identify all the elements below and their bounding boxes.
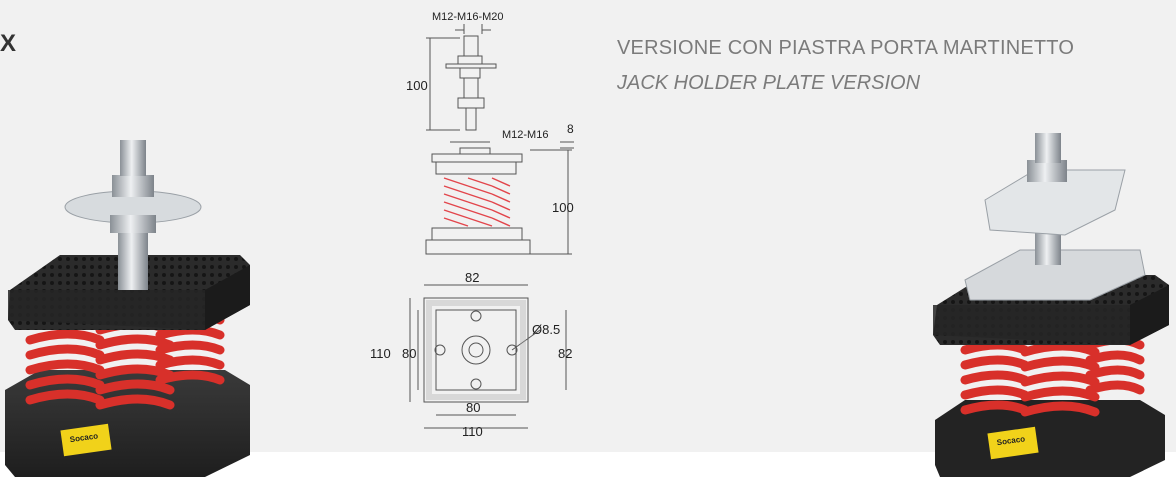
dim-mount-height: 100 (552, 200, 574, 215)
threaded-stud-right (1035, 133, 1061, 163)
bolt-shaft (118, 230, 148, 290)
product-label (60, 423, 112, 457)
dim-plan-inner-width: 82 (465, 270, 479, 285)
version-title: VERSIONE CON PIASTRA PORTA MARTINETTO (617, 37, 1075, 59)
dim-bolt-threads: M12-M16-M20 (432, 11, 504, 23)
dim-plate-thickness: 8 (567, 122, 574, 136)
cut-heading: X (0, 30, 17, 57)
dim-plan-inner-height: 80 (402, 346, 416, 361)
product-photo-right: Socaco (933, 133, 1169, 477)
product-photo-left: Socaco (5, 140, 250, 477)
dim-bolt-height: 100 (406, 78, 428, 93)
product-label-right (987, 426, 1039, 460)
hex-nut-right (1027, 160, 1067, 182)
dim-plan-outer-height: 110 (370, 346, 391, 361)
dim-plan-right-height: 82 (558, 346, 572, 361)
dim-hole-spacing: 80 (466, 400, 480, 415)
jack-holder-plate (964, 249, 1146, 301)
hex-nut (112, 175, 154, 197)
drawing-springs (443, 177, 511, 227)
label-brand-right: Socaco (996, 434, 1026, 447)
dim-hole-diameter: Ø8.5 (532, 322, 560, 337)
version-subtitle: JACK HOLDER PLATE VERSION (617, 72, 921, 94)
technical-drawing: M12-M16-M20 100 M12-M16 8 100 82 110 80 … (370, 11, 574, 439)
plan-dots (426, 300, 526, 400)
threaded-stud (120, 140, 146, 176)
label-brand: Socaco (69, 431, 99, 444)
dim-plan-outer-width: 110 (462, 424, 483, 439)
dim-mount-threads: M12-M16 (502, 129, 548, 141)
